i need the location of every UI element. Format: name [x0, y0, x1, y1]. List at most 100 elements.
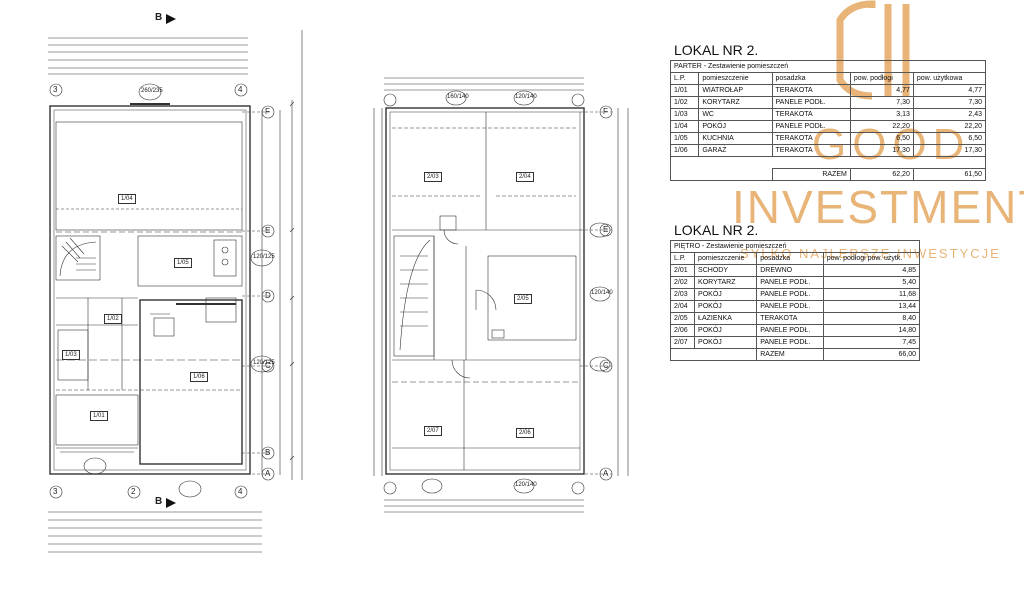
cell-area: 7,45 — [822, 336, 921, 349]
table-row: 2/06 POKÓJ PANELE PODŁ. 14,80 — [669, 324, 921, 337]
cell-floor: TERAKOTA — [771, 144, 851, 157]
table-row: 2/04 POKÓJ PANELE PODŁ. 13,44 — [669, 300, 921, 313]
table-row: 1/01 WIATROŁAP TERAKOTA 4,77 4,77 — [669, 84, 987, 97]
cell-floor: TERAKOTA — [771, 108, 851, 121]
cell-floor: DREWNO — [756, 264, 824, 277]
window-tag: 120/140 — [515, 94, 537, 100]
cell-lp: 1/01 — [669, 84, 700, 97]
pietro-subtitle: PIĘTRO - Zestawienie pomieszczeń — [670, 240, 920, 253]
cell-floor: PANELE PODŁ. — [756, 324, 824, 337]
total-floor: 66,00 — [822, 348, 921, 361]
cell-lp: 2/01 — [669, 264, 696, 277]
table-row: 1/06 GARAŻ TERAKOTA 17,30 17,30 — [669, 144, 987, 157]
cell-area: 4,85 — [822, 264, 921, 277]
cell-room: SCHODY — [694, 264, 758, 277]
grid-axis-label: F — [603, 107, 608, 116]
total-label: RAZEM — [771, 168, 851, 181]
cell-floor: TERAKOTA — [756, 312, 824, 325]
cell-floor: PANELE PODŁ. — [771, 120, 851, 133]
cell-room: POKÓJ — [694, 336, 758, 349]
cell-floor: TERAKOTA — [771, 84, 851, 97]
cell-area: 17,30 — [849, 144, 914, 157]
room-label: 1/02 — [104, 314, 122, 324]
cell-floor: PANELE PODŁ. — [756, 288, 824, 301]
table-row: 2/03 POKÓJ PANELE PODŁ. 11,68 — [669, 288, 921, 301]
cell-area: 4,77 — [849, 84, 914, 97]
grid-axis-label: C — [603, 361, 609, 370]
window-tag: 160/140 — [447, 94, 469, 100]
parter-table: PARTER - Zestawienie pomieszczeń L.P. po… — [669, 60, 987, 181]
cell-area: 22,20 — [849, 120, 914, 133]
cell-lp: 2/02 — [669, 276, 696, 289]
cell-lp: 1/06 — [669, 144, 700, 157]
cell-usable: 6,50 — [912, 132, 987, 145]
cell-usable: 2,43 — [912, 108, 987, 121]
grid-axis-label: E — [603, 225, 609, 234]
cell-lp: 1/03 — [669, 108, 700, 121]
grid-axis-label: A — [603, 469, 609, 478]
cell-room: KORYTARZ — [698, 96, 773, 109]
section-mark-bottom: B — [155, 496, 163, 507]
cell-room: POKÓJ — [694, 288, 758, 301]
pietro-table: PIĘTRO - Zestawienie pomieszczeń L.P. po… — [669, 240, 921, 361]
cell-floor: PANELE PODŁ. — [756, 300, 824, 313]
table-row: 2/05 ŁAZIENKA TERAKOTA 8,40 — [669, 312, 921, 325]
grid-axis-label: F — [265, 107, 270, 116]
cell-lp: 2/06 — [669, 324, 696, 337]
table-header-row: L.P. pomieszczenie posadzka pow. podłogi… — [669, 252, 921, 265]
parter-subtitle: PARTER - Zestawienie pomieszczeń — [670, 60, 986, 73]
grid-axis-label: 2 — [131, 487, 136, 496]
total-floor: 62,20 — [849, 168, 914, 181]
parter-title: LOKAL NR 2. — [674, 42, 759, 58]
room-label: 1/05 — [174, 258, 192, 268]
cell-room: KUCHNIA — [698, 132, 773, 145]
cell-usable: 22,20 — [912, 120, 987, 133]
table-row: 1/05 KUCHNIA TERAKOTA 6,50 6,50 — [669, 132, 987, 145]
section-mark-top: B — [155, 12, 163, 23]
cell-floor: PANELE PODŁ. — [756, 276, 824, 289]
cell-room: KORYTARZ — [694, 276, 758, 289]
room-label: 2/05 — [514, 294, 532, 304]
cell-area: 6,50 — [849, 132, 914, 145]
window-tag: 120/140 — [591, 290, 613, 296]
header-cell: pomieszczenie — [698, 72, 773, 85]
grid-axis-label: A — [265, 469, 271, 478]
cell-room: POKÓJ — [694, 324, 758, 337]
table-total-row: RAZEM 62,20 61,50 — [670, 168, 987, 181]
grid-axis-label: 4 — [238, 487, 243, 496]
header-area: pow. podłogi — [826, 255, 866, 262]
room-label: 1/03 — [62, 350, 80, 360]
upper-floor-plan — [373, 77, 629, 513]
room-label: 2/07 — [424, 426, 442, 436]
grid-axis-label: 4 — [238, 85, 243, 94]
cell-lp: 2/07 — [669, 336, 696, 349]
cell-area: 5,40 — [822, 276, 921, 289]
cell-usable: 7,30 — [912, 96, 987, 109]
room-label: 2/04 — [516, 172, 534, 182]
cell-lp: 2/03 — [669, 288, 696, 301]
grid-axis-label: E — [265, 226, 271, 235]
cell-floor: PANELE PODŁ. — [756, 336, 824, 349]
cell-usable: 17,30 — [912, 144, 987, 157]
grid-axis-label: 3 — [53, 85, 58, 94]
table-row: 1/03 WC TERAKOTA 3,13 2,43 — [669, 108, 987, 121]
table-row: 1/04 POKÓJ PANELE PODŁ. 22,20 22,20 — [669, 120, 987, 133]
cell-room: GARAŻ — [698, 144, 773, 157]
cell-area: 14,80 — [822, 324, 921, 337]
room-label: 1/06 — [190, 372, 208, 382]
cell-usable: 4,77 — [912, 84, 987, 97]
cell-room: POKÓJ — [694, 300, 758, 313]
pietro-title: LOKAL NR 2. — [674, 222, 759, 238]
total-label: RAZEM — [756, 348, 824, 361]
window-tag: 260/235 — [141, 88, 163, 94]
cell-floor: PANELE PODŁ. — [771, 96, 851, 109]
header-cell: pow. podłogi pow. użytk. — [822, 252, 921, 265]
header-cell: posadzka — [771, 72, 851, 85]
cell-area: 3,13 — [849, 108, 914, 121]
header-cell: L.P. — [669, 252, 696, 265]
cell-room: ŁAZIENKA — [694, 312, 758, 325]
cell-area: 13,44 — [822, 300, 921, 313]
cell-lp: 2/04 — [669, 300, 696, 313]
header-cell: pomieszczenie — [694, 252, 758, 265]
